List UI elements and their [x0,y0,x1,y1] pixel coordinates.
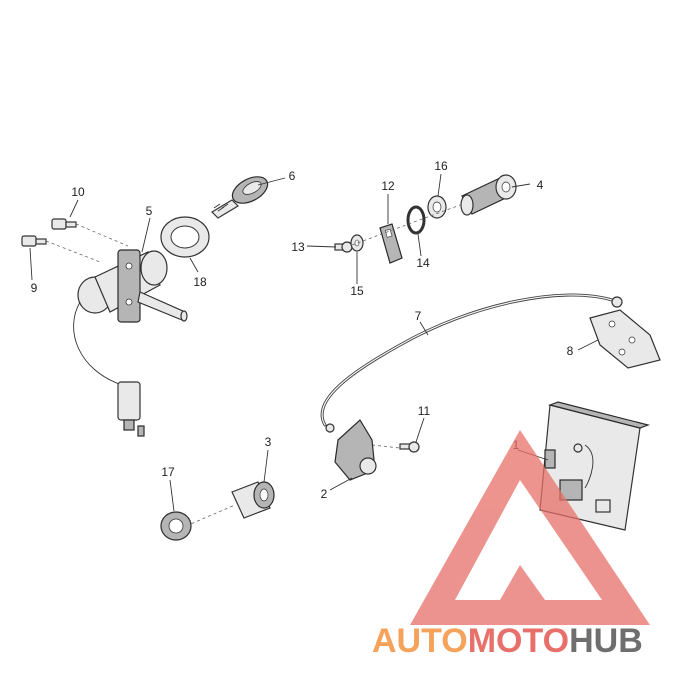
part-10-screw [51,218,129,247]
part-5-ignition-switch [73,249,188,437]
callout-10: 10 [71,185,85,199]
callout-labels: 10 9 5 18 6 13 15 12 14 16 4 7 8 11 2 3 … [31,159,574,501]
watermark-part-hub: HUB [569,622,643,660]
callout-3: 3 [265,435,272,449]
watermark-logo [410,430,650,625]
callout-13: 13 [291,240,305,254]
callout-11: 11 [418,404,431,418]
part-6-key [211,176,269,219]
callout-7: 7 [415,309,422,323]
part-18-ring [160,216,210,258]
part-8-bracket [589,309,661,369]
callout-12: 12 [381,179,395,193]
callout-6: 6 [289,169,296,183]
callout-18: 18 [193,275,207,289]
callout-4: 4 [537,178,544,192]
part-4-lock-cylinder [460,174,517,216]
callout-15: 15 [350,284,364,298]
callout-14: 14 [416,256,430,270]
callout-9: 9 [31,281,38,295]
watermark-part-moto: MOTO [468,622,569,660]
callout-2: 2 [321,487,328,501]
part-9-screw [21,235,101,263]
part-15-washer [350,234,364,252]
watermark-text: AUTOMOTOHUB [372,622,643,660]
part-12-latch-plate [379,223,403,264]
part-7-cable [320,293,623,433]
part-16-nut [427,195,447,219]
callout-5: 5 [146,204,153,218]
callout-8: 8 [567,344,574,358]
part-17-bezel-ring [160,511,192,541]
part-13-screw [334,241,353,253]
watermark-part-auto: AUTO [372,622,468,660]
callout-16: 16 [434,159,448,173]
part-3-lock-barrel [231,481,275,519]
callout-17: 17 [161,465,175,479]
part-11-screw [371,441,420,453]
callout-leaders [29,173,599,512]
part-2-latch [334,419,377,481]
part-14-circlip [406,205,426,235]
